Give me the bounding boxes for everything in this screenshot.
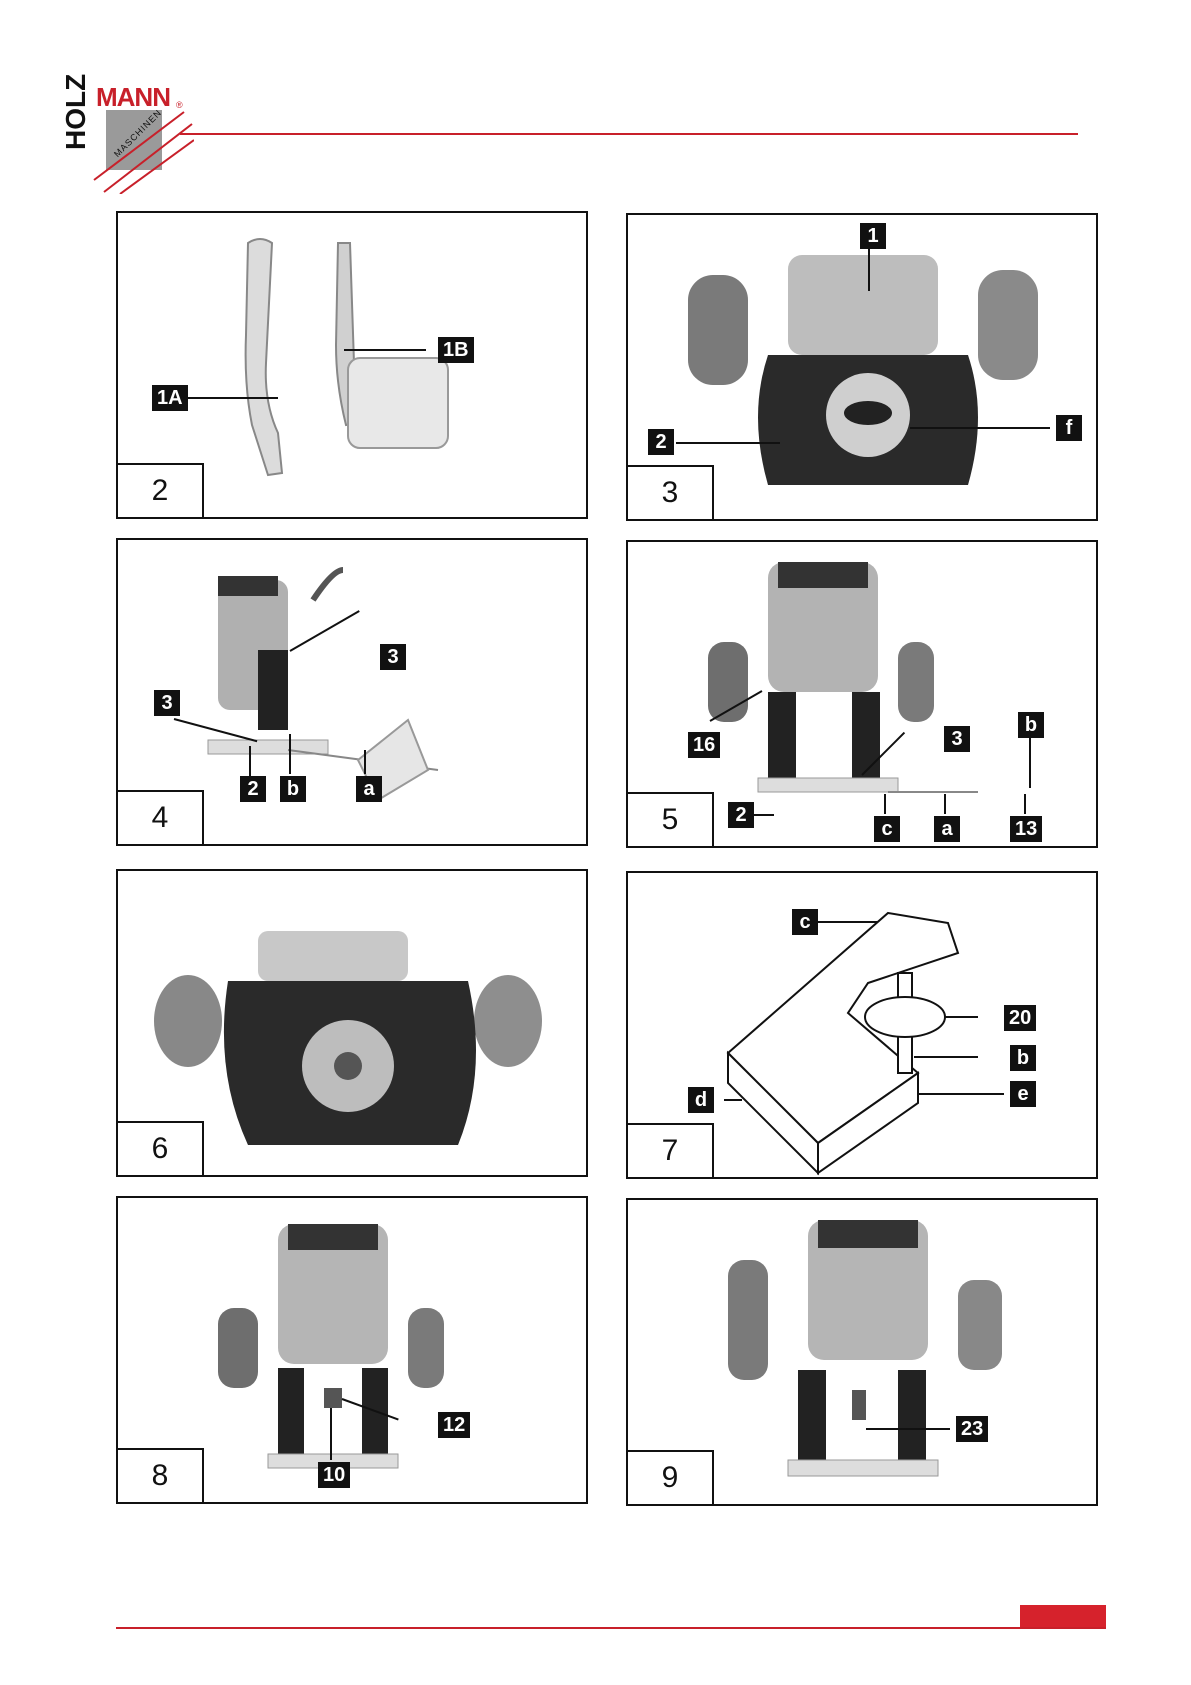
callout-b: b <box>1018 712 1044 738</box>
callout-d: d <box>688 1087 714 1113</box>
callout-1a: 1A <box>152 385 188 411</box>
callout-16: 16 <box>688 732 720 758</box>
callout-13: 13 <box>1010 816 1042 842</box>
callout-f: f <box>1056 415 1082 441</box>
callout-a: a <box>934 816 960 842</box>
figure-5-number: 5 <box>626 792 714 848</box>
figure-8-number: 8 <box>116 1448 204 1504</box>
callout-1: 1 <box>860 223 886 249</box>
callout-3-right: 3 <box>380 644 406 670</box>
callout-2: 2 <box>648 429 674 455</box>
callout-1b: 1B <box>438 337 474 363</box>
header-rule <box>180 133 1078 135</box>
figure-2-number: 2 <box>116 463 204 519</box>
callout-20: 20 <box>1004 1005 1036 1031</box>
callout-e: e <box>1010 1081 1036 1107</box>
figure-7-panel: c 20 b d e 7 <box>626 871 1098 1179</box>
figure-9-panel: 23 9 <box>626 1198 1098 1506</box>
brand-name-top: MANN <box>96 82 170 113</box>
callout-23: 23 <box>956 1416 988 1442</box>
callout-b: b <box>280 776 306 802</box>
callout-b: b <box>1010 1045 1036 1071</box>
figure-3-number: 3 <box>626 465 714 521</box>
footer-rule <box>116 1627 1106 1629</box>
callout-3-left: 3 <box>154 690 180 716</box>
callout-10: 10 <box>318 1462 350 1488</box>
brand-name-side: HOLZ <box>60 50 92 150</box>
figure-4-panel: 3 3 2 b a 4 <box>116 538 588 846</box>
callout-a: a <box>356 776 382 802</box>
footer-page-tab <box>1020 1605 1106 1629</box>
figure-6-number: 6 <box>116 1121 204 1177</box>
figure-4-number: 4 <box>116 790 204 846</box>
figure-9-number: 9 <box>626 1450 714 1506</box>
figure-3-panel: 1 2 f 3 <box>626 213 1098 521</box>
callout-c: c <box>874 816 900 842</box>
callout-3: 3 <box>944 726 970 752</box>
callout-c: c <box>792 909 818 935</box>
callout-12: 12 <box>438 1412 470 1438</box>
callout-2: 2 <box>728 802 754 828</box>
figure-6-panel: 6 <box>116 869 588 1177</box>
registered-mark: ® <box>176 100 183 110</box>
figure-7-number: 7 <box>626 1123 714 1179</box>
figure-2-panel: 1A 1B 2 <box>116 211 588 519</box>
figure-8-panel: 12 10 8 <box>116 1196 588 1504</box>
callout-2: 2 <box>240 776 266 802</box>
figure-5-panel: 16 3 b 2 c a 13 5 <box>626 540 1098 848</box>
